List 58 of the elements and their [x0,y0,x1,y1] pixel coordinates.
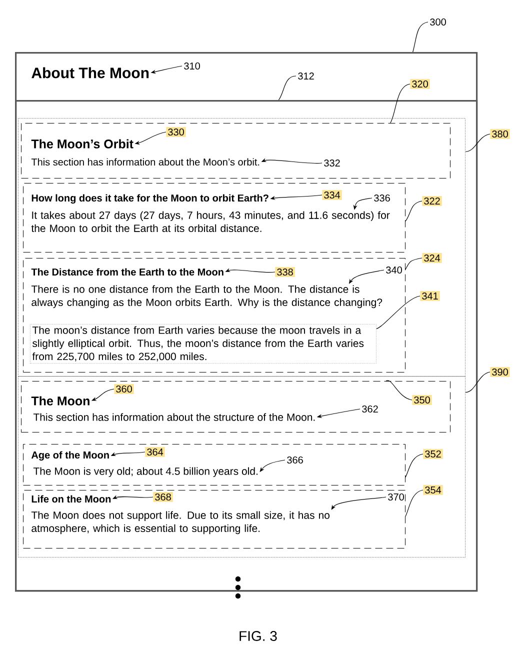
section-box [21,381,450,432]
section-group [18,118,466,377]
section-heading: The Moon’s Orbit [31,139,134,148]
leader-line [386,380,412,400]
answer-text: The Moon is very old; about 4.5 billion years old. [33,467,258,477]
reference-number: 300 [430,18,446,26]
question-heading: Life on the Moon [32,495,111,503]
reference-number: 338 [275,266,295,278]
reference-number: 362 [362,405,378,413]
answer-text: The Moon does not support life. Due to its small size, it has no atmosphere, which is essential to supporting life. [31,511,330,534]
section-group [18,376,466,558]
reference-number: 336 [374,194,390,202]
leader-line [405,258,422,270]
reference-number: 380 [490,128,510,140]
reference-number: 352 [423,448,443,460]
reference-number: 324 [422,252,442,264]
reference-number: 360 [114,384,134,394]
reference-number: 390 [490,366,510,378]
question-heading: Age of the Moon [31,451,109,461]
reference-number: 341 [420,290,440,302]
highlighted-passage: The moon’s distance from Earth varies because the moon travels in a slightly elliptical orbit. Thus, the moon’s distance from the Earth varies from 225,700 miles to 252,000 miles. [30,324,376,364]
leader-line [405,200,422,222]
reference-number: 366 [287,456,303,464]
reference-number: 312 [298,72,314,80]
section-text: This section has information about the Moon’s orbit. [31,158,260,166]
leader-line [405,490,424,517]
question-heading: How long does it take for the Moon to orbit Earth? [32,194,268,204]
reference-number: 330 [166,126,186,138]
leader-line [412,22,428,52]
reference-number: 354 [423,484,443,496]
leader-line [465,372,490,393]
question-heading: The Distance from the Earth to the Moon [31,268,224,276]
reference-number: 334 [322,190,342,200]
section-box [23,444,406,486]
reference-number: 340 [386,266,402,274]
figure-caption: FIG. 3 [240,631,277,641]
reference-number: 368 [153,492,173,502]
section-box [21,123,450,178]
section-box [23,490,406,548]
page-title: About The Moon [32,67,149,78]
leader-line [331,496,386,510]
reference-number: 370 [388,493,404,501]
reference-number: 332 [324,159,340,167]
answer-text: It takes about 27 days (27 days, 7 hours, 43 minutes, and 11.6 seconds) for the Moon to orbit the Earth at its orbital distance. [31,211,390,232]
section-box [23,183,406,252]
section-box [23,258,406,372]
reference-number: 310 [184,62,200,70]
leader-line [278,76,296,100]
section-heading: The Moon [31,396,90,406]
leader-line [376,296,420,330]
leader-line [390,84,410,124]
reference-number: 364 [145,446,165,458]
reference-number: 320 [410,78,430,90]
section-text: This section has information about the structure of the Moon. [33,413,315,421]
answer-text: There is no one distance from the Earth to the Moon. The distance is always changing as the Moon orbits Earth. Why is the distance changing? [31,285,382,308]
reference-number: 350 [412,394,432,406]
reference-number: 322 [422,196,442,206]
leader-line [405,454,424,478]
